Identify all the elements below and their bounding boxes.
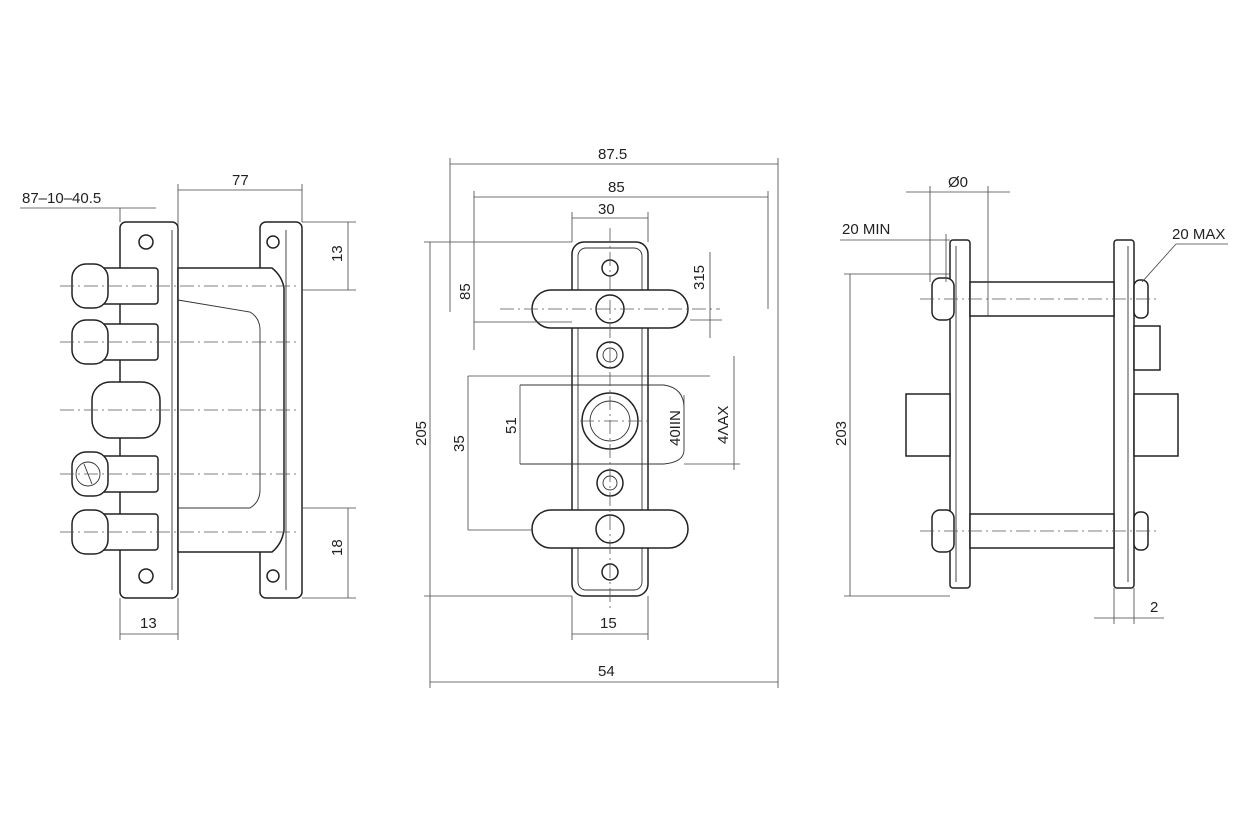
side-plate-hole-bottom [138, 568, 154, 584]
dim-plate-width: 13 [140, 615, 157, 632]
dim-max-label: 20 MAX [1172, 226, 1225, 243]
dim-top-offset: 13 [329, 245, 346, 262]
dim-height: 203 [833, 421, 850, 446]
side-bolts [60, 263, 300, 555]
side-back-hole-top [266, 235, 280, 249]
end-right-plate [1113, 239, 1135, 589]
end-lock-body [905, 393, 951, 457]
dim-left-height: 85 [457, 283, 474, 300]
dim-plate-thickness: 2 [1150, 599, 1158, 616]
dim-overall-width: 54 [598, 663, 615, 680]
side-plate-hole-top [138, 234, 154, 250]
dim-plate-bottom-width: 15 [600, 615, 617, 632]
dim-overall-height: 205 [413, 421, 430, 446]
dim-body-length: 77 [232, 172, 249, 189]
dim-center-offset: 315 [691, 265, 708, 290]
side-back-hole-bottom [266, 569, 280, 583]
end-cam [1133, 325, 1161, 371]
front-view: 87.5 85 30 85 205 35 51 315 40IIN 4ΛAX [413, 146, 779, 688]
dim-bottom-offset: 18 [329, 539, 346, 556]
dim-range: 87–10–40.5 [22, 190, 101, 207]
dim-cylinder-height: 35 [451, 435, 468, 452]
dim-outer-width: 87.5 [598, 146, 627, 163]
dim-bolt-span: 85 [608, 179, 625, 196]
dim-plate-top-width: 30 [598, 201, 615, 218]
dim-bolt-pitch: 51 [503, 417, 520, 434]
end-view: Ø0 20 MIN 20 MAX 203 2 [833, 174, 1228, 624]
dim-diameter: Ø0 [948, 174, 968, 191]
dim-min-label: 20 MIN [842, 221, 890, 238]
dim-cyl-max: 4ΛAX [715, 406, 732, 444]
side-view: 87–10–40.5 77 13 18 13 [20, 172, 356, 640]
dim-cyl-min: 40IIN [667, 410, 684, 446]
